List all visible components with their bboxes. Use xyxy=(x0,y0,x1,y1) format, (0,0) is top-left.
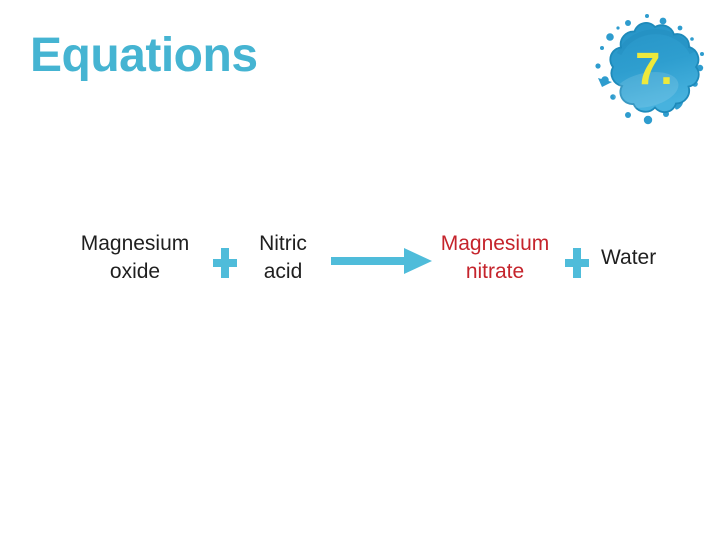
plus-icon: + xyxy=(213,248,237,278)
plus-icon: + xyxy=(565,248,589,278)
reactant-nitric-acid: Nitric acid xyxy=(248,230,318,286)
plus-label: + xyxy=(565,248,566,249)
reactant2-line2: acid xyxy=(263,260,303,283)
product2-line1: Water xyxy=(601,246,657,269)
slide-number: 7. xyxy=(635,43,673,94)
product1-line1: Magnesium xyxy=(440,232,550,255)
product-water: Water xyxy=(601,244,656,272)
arrow-label: → xyxy=(0,0,1,1)
plus-label: + xyxy=(213,248,214,249)
reactant-magnesium-oxide: Magnesium oxide xyxy=(66,230,204,286)
slide-title: Equations xyxy=(30,29,258,82)
reactant1-line2: oxide xyxy=(109,260,161,283)
reactant1-line1: Magnesium xyxy=(80,232,190,255)
product-magnesium-nitrate: Magnesium nitrate xyxy=(432,230,558,286)
reactant2-line1: Nitric xyxy=(259,232,307,255)
product1-line2: nitrate xyxy=(465,260,525,283)
splat-blob-shape xyxy=(609,22,700,114)
ink-splat-badge-icon: 7. xyxy=(595,14,704,125)
reaction-arrow-icon xyxy=(331,248,432,274)
